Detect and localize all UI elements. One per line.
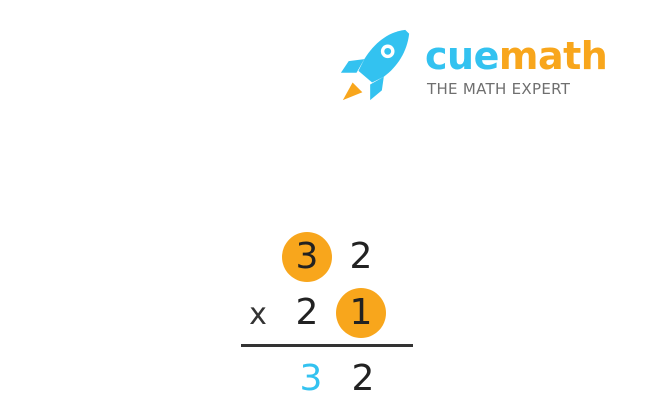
result-divider bbox=[241, 344, 413, 347]
brand-cue: cue bbox=[425, 34, 499, 78]
brand-tagline: THE MATH EXPERT bbox=[427, 80, 571, 98]
multiplicand-ones-digit: 2 bbox=[349, 236, 373, 277]
rocket-icon bbox=[340, 29, 410, 101]
multiply-operator: x bbox=[249, 297, 267, 332]
brand-math: math bbox=[498, 34, 608, 78]
multiplier-tens-digit: 2 bbox=[295, 292, 319, 333]
multiplicand-tens-digit: 3 bbox=[282, 232, 332, 282]
brand-name: cuemath bbox=[425, 34, 608, 78]
cuemath-logo: cuemath THE MATH EXPERT bbox=[337, 26, 608, 106]
result-tens-digit: 3 bbox=[299, 358, 323, 399]
multiplier-ones-digit: 1 bbox=[336, 288, 386, 338]
result-ones-digit: 2 bbox=[351, 358, 375, 399]
